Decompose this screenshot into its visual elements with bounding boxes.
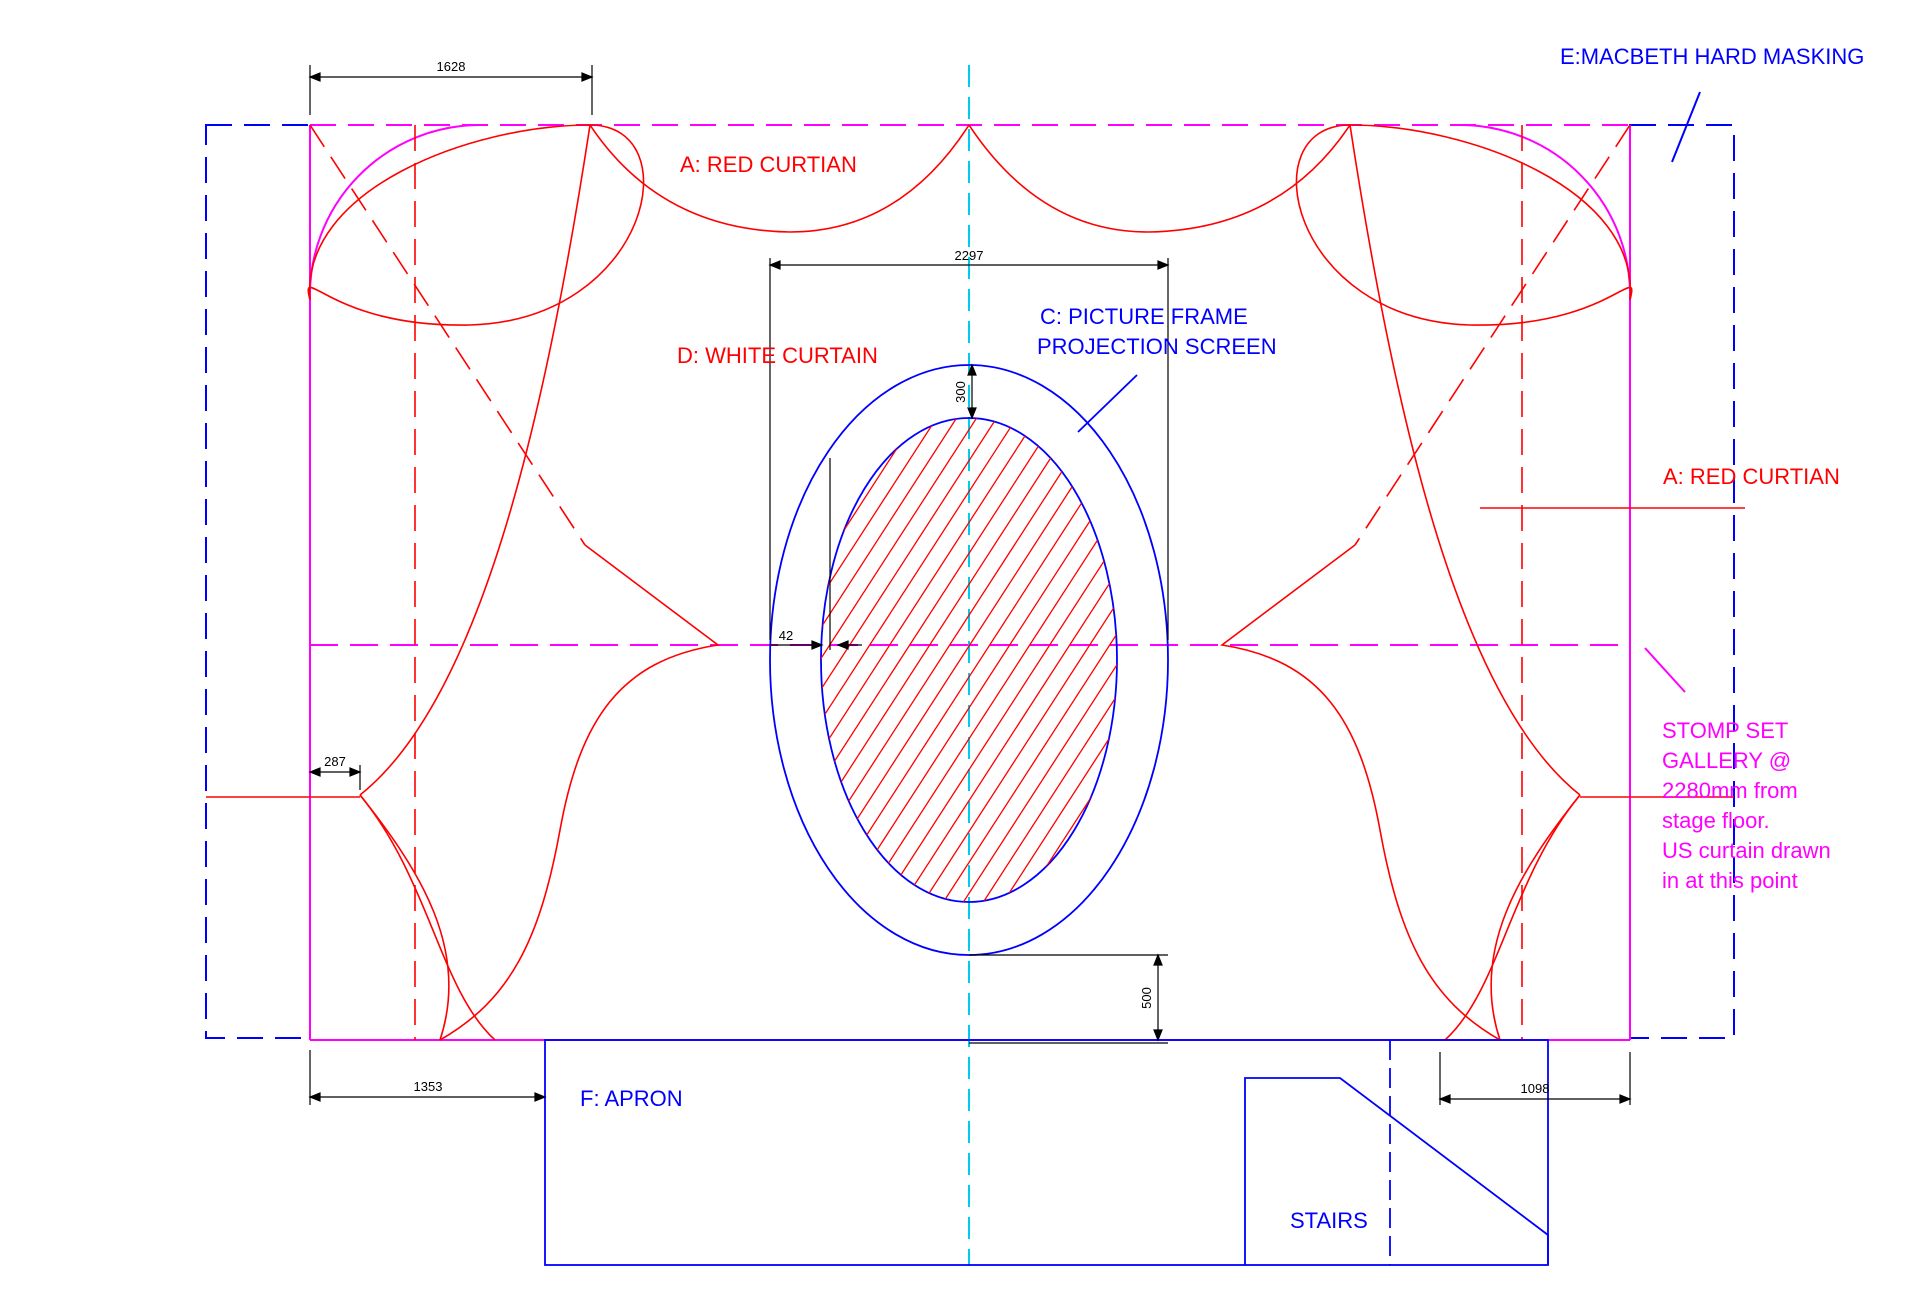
apron (544, 1039, 1549, 1266)
dim-300: 300 (953, 381, 968, 403)
stage-frame (308, 124, 1686, 1041)
stomp-note: STOMP SET GALLERY @ 2280mm from stage fl… (1662, 718, 1831, 893)
label-apron: F: APRON (580, 1086, 683, 1111)
stomp-note-line: 2280mm from (1662, 778, 1798, 803)
label-picture-frame: C: PICTURE FRAME (1040, 304, 1248, 329)
dim-1353: 1353 (414, 1079, 443, 1094)
dimension-lines (308, 65, 1632, 1105)
dim-42: 42 (779, 628, 793, 643)
stomp-note-line: US curtain drawn (1662, 838, 1831, 863)
stomp-note-line: GALLERY @ (1662, 748, 1791, 773)
labels: A: RED CURTIAN D: WHITE CURTAIN C: PICTU… (580, 44, 1864, 1233)
dim-500: 500 (1139, 987, 1154, 1009)
screen-hatching (821, 418, 1117, 902)
dimension-text: 1628 2297 300 42 287 500 1353 1098 (324, 59, 1549, 1096)
dim-287: 287 (324, 754, 346, 769)
curtains (206, 124, 1745, 1041)
dim-2297: 2297 (955, 248, 984, 263)
dim-1628: 1628 (437, 59, 466, 74)
stomp-note-line: STOMP SET (1662, 718, 1788, 743)
stairs (1244, 1077, 1549, 1265)
label-white-curtain: D: WHITE CURTAIN (677, 343, 878, 368)
dim-1098: 1098 (1521, 1081, 1550, 1096)
stomp-note-line: stage floor. (1662, 808, 1770, 833)
label-red-curtain-top: A: RED CURTIAN (680, 152, 857, 177)
label-stairs: STAIRS (1290, 1208, 1368, 1233)
label-red-curtain-right: A: RED CURTIAN (1663, 464, 1840, 489)
stomp-note-line: in at this point (1662, 868, 1798, 893)
label-projection-screen: PROJECTION SCREEN (1037, 334, 1277, 359)
label-hard-masking: E:MACBETH HARD MASKING (1560, 44, 1864, 69)
